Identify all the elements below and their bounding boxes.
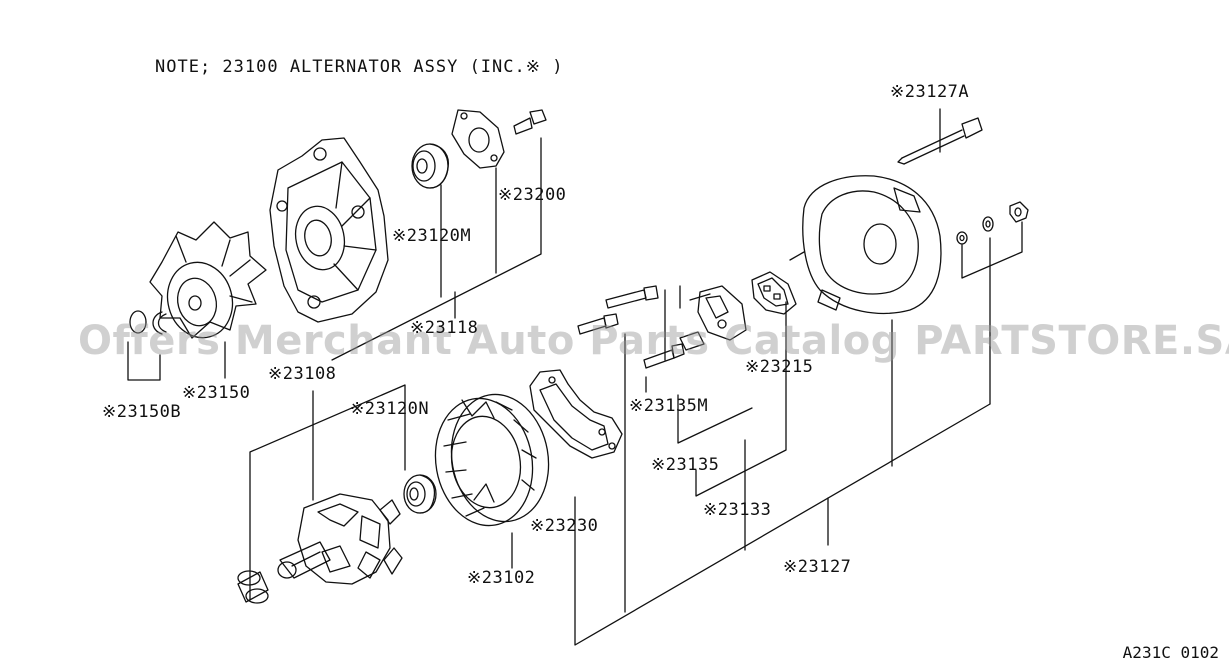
diagram-code: A231C 0102	[1122, 643, 1219, 662]
assembly-note: NOTE; 23100 ALTERNATOR ASSY (INC.※ )	[155, 57, 564, 77]
bolt-upper	[606, 286, 658, 308]
part-label-23108[interactable]: ※23108	[268, 364, 337, 384]
part-label-23118[interactable]: ※23118	[410, 318, 479, 338]
bearing-23120N	[404, 475, 436, 513]
watermark: Offers Merchant Auto Parts Catalog PARTS…	[78, 318, 1229, 364]
part-label-23127A[interactable]: ※23127A	[890, 82, 970, 102]
part-label-23120N[interactable]: ※23120N	[350, 399, 430, 419]
brush-holder-23135	[680, 286, 746, 350]
leader-lines	[128, 109, 1022, 645]
screw-23200	[514, 110, 546, 134]
bolt-lower	[578, 314, 618, 334]
part-label-23215[interactable]: ※23215	[745, 357, 814, 377]
retainer-plate-23200	[452, 110, 504, 168]
small-bolt-23135M	[644, 344, 684, 368]
part-label-23150B[interactable]: ※23150B	[102, 402, 182, 422]
rear-cover-23127	[790, 176, 941, 314]
part-label-23230[interactable]: ※23230	[530, 516, 599, 536]
part-label-23135M[interactable]: ※23135M	[629, 396, 709, 416]
washer-right-1	[957, 232, 967, 244]
part-label-23135[interactable]: ※23135	[651, 455, 720, 475]
rectifier-23230	[530, 370, 622, 458]
rotor-23108	[278, 494, 402, 584]
nut-right	[1010, 202, 1028, 222]
pulley-nut	[130, 311, 146, 333]
part-label-23150[interactable]: ※23150	[182, 383, 251, 403]
front-housing	[270, 138, 388, 322]
part-label-23120M[interactable]: ※23120M	[392, 226, 472, 246]
regulator-23215	[752, 272, 796, 314]
spring-washer	[153, 312, 166, 334]
slip-ring-sleeve	[238, 571, 268, 603]
part-label-23133[interactable]: ※23133	[703, 500, 772, 520]
stator-23102	[426, 387, 559, 534]
bearing-23120M	[412, 144, 448, 188]
part-label-23102[interactable]: ※23102	[467, 568, 536, 588]
through-bolt-23127A	[898, 118, 982, 164]
part-label-23200[interactable]: ※23200	[498, 185, 567, 205]
part-label-23127[interactable]: ※23127	[783, 557, 852, 577]
washer-right-2	[983, 217, 993, 231]
